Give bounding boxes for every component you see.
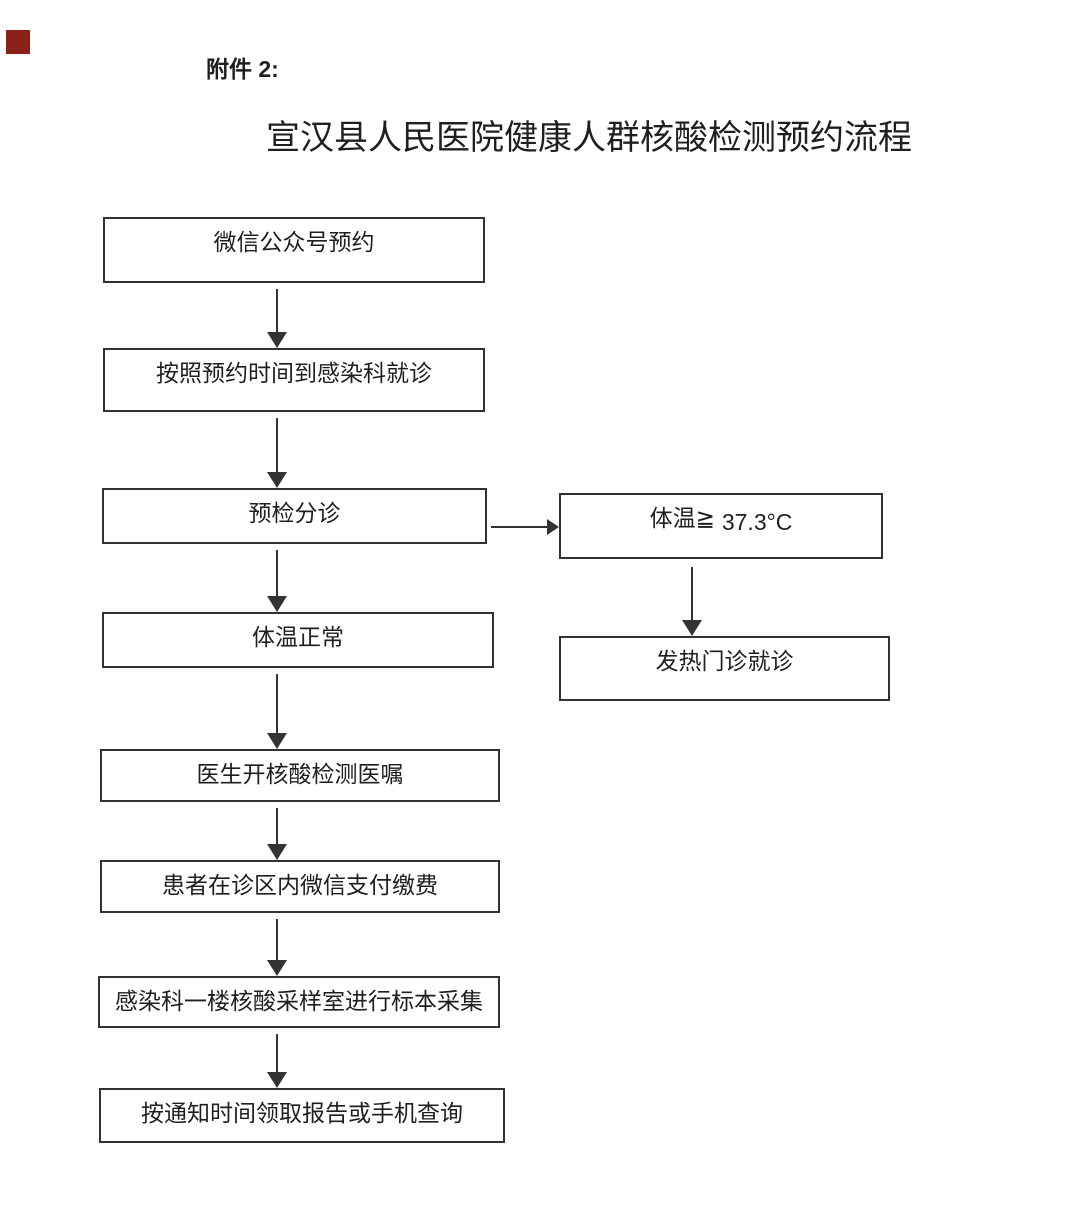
arrow-step2-to-step3-icon <box>267 418 287 488</box>
flow-step-normal-temperature: 体温正常 <box>102 612 494 668</box>
flow-step-get-report: 按通知时间领取报告或手机查询 <box>99 1088 505 1143</box>
arrow-step7-to-step8-icon <box>267 1034 287 1088</box>
flow-step-label: 体温≧ <box>649 505 715 531</box>
flow-step-label: 微信公众号预约 <box>213 229 375 255</box>
flow-step-label: 预检分诊 <box>248 500 341 526</box>
temperature-value: 37.3°C <box>721 509 793 535</box>
arrow-step1-to-step2-icon <box>267 289 287 348</box>
flow-step-label: 患者在诊区内微信支付缴费 <box>162 872 438 898</box>
flow-step-label: 体温正常 <box>252 624 344 650</box>
arrow-fever-to-clinic-icon <box>682 567 702 636</box>
arrow-triage-to-fever-icon <box>491 519 559 535</box>
flow-step-fever-temperature: 体温≧ 37.3°C <box>559 493 883 559</box>
flow-step-wechat-payment: 患者在诊区内微信支付缴费 <box>100 860 500 913</box>
page-title: 宣汉县人民医院健康人群核酸检测预约流程 <box>266 119 912 157</box>
flow-step-doctor-order: 医生开核酸检测医嘱 <box>100 749 500 802</box>
arrow-step6-to-step7-icon <box>267 919 287 976</box>
arrow-step3-to-step4-icon <box>267 550 287 612</box>
arrow-step4-to-step5-icon <box>267 674 287 749</box>
flow-step-sample-collection: 感染科一楼核酸采样室进行标本采集 <box>98 976 500 1028</box>
attachment-label: 附件 2: <box>206 56 279 82</box>
arrow-step5-to-step6-icon <box>267 808 287 860</box>
flow-step-label: 感染科一楼核酸采样室进行标本采集 <box>115 988 483 1014</box>
flow-step-pre-check-triage: 预检分诊 <box>102 488 487 544</box>
flow-step-label: 发热门诊就诊 <box>655 648 794 674</box>
flow-step-fever-clinic: 发热门诊就诊 <box>559 636 890 701</box>
flow-step-label: 按照预约时间到感染科就诊 <box>156 360 432 386</box>
flow-step-arrive-infection-dept: 按照预约时间到感染科就诊 <box>103 348 485 412</box>
flow-step-label: 按通知时间领取报告或手机查询 <box>141 1100 463 1126</box>
flow-step-label: 医生开核酸检测医嘱 <box>196 761 404 787</box>
red-corner-mark <box>6 30 30 54</box>
flow-step-wechat-appointment: 微信公众号预约 <box>103 217 485 283</box>
